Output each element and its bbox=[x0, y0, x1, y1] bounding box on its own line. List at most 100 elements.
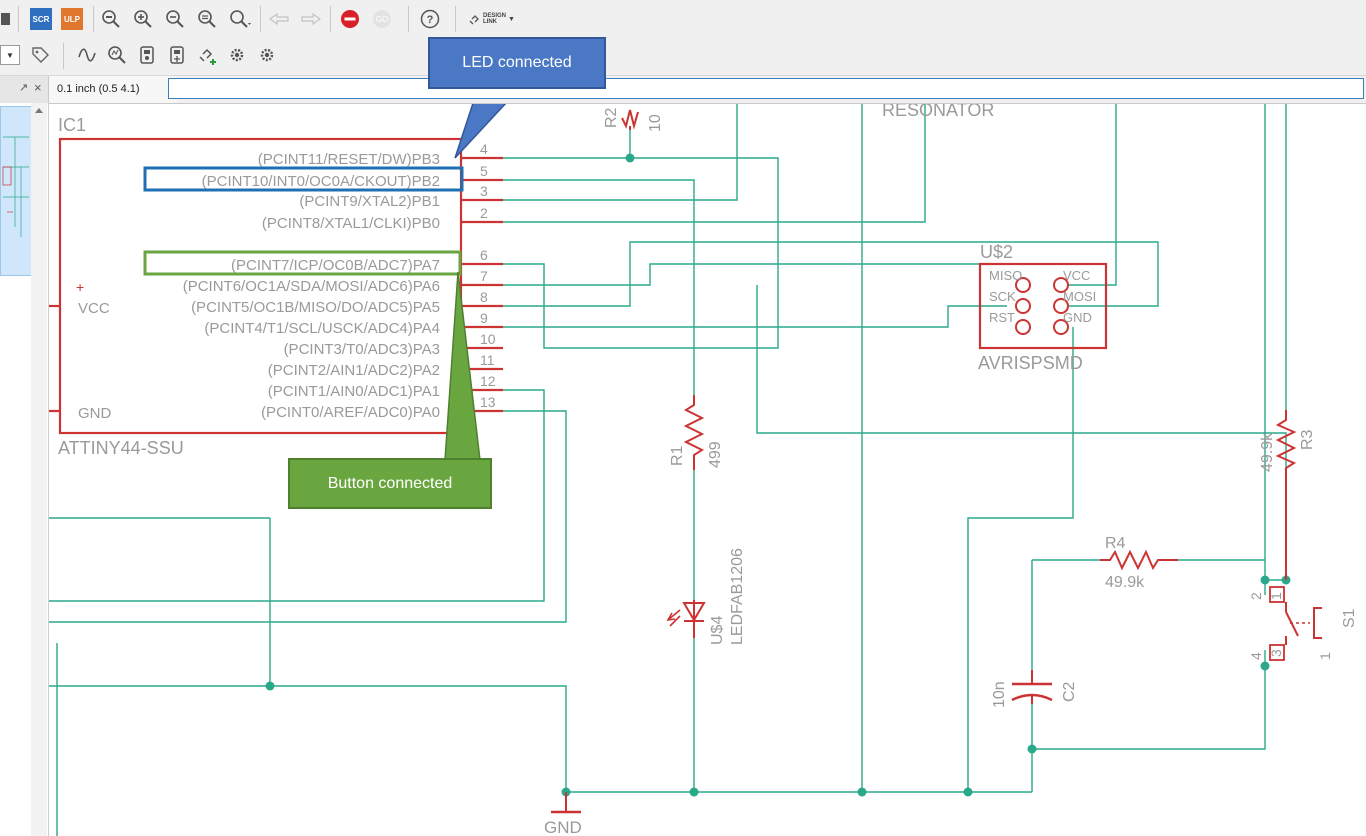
ic1-pin-label: (PCINT5/OC1B/MISO/DO/ADC5)PA5 bbox=[191, 299, 440, 316]
sheet-thumbnail[interactable] bbox=[0, 106, 32, 276]
isp-pin-label: MOSI bbox=[1063, 289, 1096, 304]
panel-pin-icon[interactable]: ↗ bbox=[19, 82, 29, 94]
tag-icon[interactable] bbox=[28, 44, 52, 66]
r1-resistor[interactable]: R1 499 bbox=[669, 395, 724, 470]
s1-name: S1 bbox=[1341, 608, 1358, 628]
led-name: U$4 bbox=[709, 616, 726, 645]
chevron-down-icon: ▼ bbox=[6, 51, 14, 60]
ic1-pin-number: 3 bbox=[480, 183, 488, 199]
ic1-pin-label: (PCINT6/OC1A/SDA/MOSI/ADC6)PA6 bbox=[183, 278, 440, 295]
chevron-down-icon: ▼ bbox=[508, 15, 515, 23]
meter-icon[interactable] bbox=[136, 44, 158, 66]
design-link-label-1: DESIGN bbox=[483, 13, 507, 19]
r4-value: 49.9k bbox=[1105, 574, 1145, 591]
pa7-highlight-box bbox=[143, 250, 462, 276]
ic1-name: IC1 bbox=[58, 115, 86, 135]
toolbar-separator bbox=[18, 6, 19, 32]
isp-pin-label: SCK bbox=[989, 289, 1016, 304]
led-diode[interactable]: U$4 LEDFAB1206 bbox=[666, 548, 746, 645]
r1-name: R1 bbox=[669, 445, 686, 466]
svg-text:+: + bbox=[76, 279, 84, 295]
zoom-in-icon[interactable] bbox=[132, 8, 154, 30]
us2-name: U$2 bbox=[980, 242, 1013, 262]
ic1-vcc-label: VCC bbox=[78, 300, 110, 317]
ic1-pin-number: 4 bbox=[480, 141, 488, 157]
toolbar-separator bbox=[455, 6, 456, 32]
r4-resistor[interactable]: R4 49.9k bbox=[1100, 535, 1178, 591]
r1-value: 499 bbox=[707, 441, 724, 468]
resonator-label: RESONATOR bbox=[882, 104, 994, 120]
us2-value: AVRISPSMD bbox=[978, 353, 1083, 373]
link-icon bbox=[469, 15, 479, 25]
led-callout-pointer bbox=[454, 104, 507, 159]
r2-resistor[interactable]: R2 10 bbox=[603, 107, 664, 132]
panel-close-icon[interactable]: × bbox=[34, 80, 42, 95]
ic1-pin-number: 6 bbox=[480, 247, 488, 263]
undo-icon[interactable] bbox=[266, 8, 292, 30]
redo-icon[interactable] bbox=[298, 8, 324, 30]
zoom-redraw-icon[interactable] bbox=[196, 8, 218, 30]
zoom-select-icon[interactable] bbox=[228, 8, 254, 30]
isp-pin-label: MISO bbox=[989, 268, 1022, 283]
ic1-gnd-label: GND bbox=[78, 405, 112, 422]
s1-pin-number: 3 bbox=[1268, 649, 1284, 657]
secondary-toolbar: ▼ bbox=[0, 38, 1366, 76]
ic1-pin-label: (PCINT1/AIN0/ADC1)PA1 bbox=[268, 383, 440, 400]
toolbar-separator bbox=[93, 6, 94, 32]
led-callout-text: LED connected bbox=[462, 54, 572, 71]
ic1-pin-number: 10 bbox=[480, 331, 496, 347]
ic1-pin-number: 7 bbox=[480, 268, 488, 284]
gear-icon[interactable] bbox=[226, 44, 248, 66]
ic1-pin-label: (PCINT8/XTAL1/CLKI)PB0 bbox=[262, 215, 440, 232]
panel-scrollbar[interactable] bbox=[31, 103, 47, 836]
ic1-pin-number: 13 bbox=[480, 394, 496, 410]
probe-icon[interactable] bbox=[106, 44, 128, 66]
ic1-pin-label: (PCINT11/RESET/DW)PB3 bbox=[258, 151, 440, 168]
c2-value: 10n bbox=[991, 681, 1008, 708]
layer-dropdown[interactable]: ▼ bbox=[0, 45, 20, 65]
r3-resistor[interactable]: 49.9k R3 bbox=[1259, 410, 1316, 580]
command-bar: ↗ × 0.1 inch (0.5 4.1) bbox=[0, 76, 1366, 104]
ulp-button[interactable]: ULP bbox=[61, 8, 83, 30]
ic1-pin-number: 8 bbox=[480, 289, 488, 305]
button-callout-text: Button connected bbox=[327, 474, 453, 492]
schematic-canvas[interactable]: + IC1 ATTINY44-SSU VCC GND (PCINT11/RESE… bbox=[49, 104, 1366, 836]
isp-pin-label: RST bbox=[989, 310, 1015, 325]
command-input[interactable] bbox=[168, 78, 1364, 99]
zoom-fit-icon[interactable] bbox=[100, 8, 122, 30]
s1-pin-number: 1 bbox=[1268, 592, 1284, 600]
us2-isp-header[interactable]: MISO VCC SCK MOSI RST GND U$2 AVRISPSMD bbox=[978, 242, 1108, 373]
ic1-pin-number: 5 bbox=[480, 163, 488, 179]
toolbar-separator bbox=[330, 6, 331, 32]
gnd-symbol[interactable]: GND bbox=[544, 792, 582, 836]
net-wires bbox=[49, 104, 1287, 836]
ic1-pin-label: (PCINT3/T0/ADC3)PA3 bbox=[284, 341, 440, 358]
gear-settings-icon[interactable] bbox=[256, 44, 278, 66]
pb2-highlight-box bbox=[143, 166, 464, 192]
toolbar-separator bbox=[408, 6, 409, 32]
button-callout: Button connected bbox=[288, 458, 492, 509]
link-add-icon[interactable] bbox=[196, 44, 220, 66]
design-link-button[interactable]: DESIGN LINK ▼ bbox=[468, 8, 524, 30]
ulp-label: ULP bbox=[64, 14, 80, 24]
wave-icon[interactable] bbox=[76, 44, 98, 66]
c2-capacitor[interactable]: 10n C2 bbox=[991, 670, 1078, 708]
ic1-pin-stubs bbox=[461, 156, 503, 413]
ic1-pin-number: 2 bbox=[480, 205, 488, 221]
ic1-pin-label: (PCINT7/ICP/OC0B/ADC7)PA7 bbox=[231, 257, 440, 274]
s1-switch[interactable]: 1 2 3 4 1 S1 bbox=[1248, 586, 1358, 661]
ic1-pin-label: (PCINT0/AREF/ADC0)PA0 bbox=[261, 404, 440, 421]
led-value: LEDFAB1206 bbox=[729, 548, 746, 645]
meter-settings-icon[interactable] bbox=[166, 44, 188, 66]
zoom-out-icon[interactable] bbox=[164, 8, 186, 30]
ic1-value: ATTINY44-SSU bbox=[58, 438, 184, 458]
scr-script-button[interactable]: SCR bbox=[30, 8, 52, 30]
isp-pin-label: GND bbox=[1063, 310, 1092, 325]
stop-icon[interactable] bbox=[339, 8, 361, 30]
layer-icon[interactable] bbox=[0, 8, 12, 30]
r3-name: R3 bbox=[1299, 429, 1316, 450]
go-icon[interactable]: GO bbox=[371, 8, 393, 30]
r2-value: 10 bbox=[647, 114, 664, 132]
help-icon[interactable]: ? bbox=[419, 8, 441, 30]
c2-name: C2 bbox=[1061, 681, 1078, 702]
